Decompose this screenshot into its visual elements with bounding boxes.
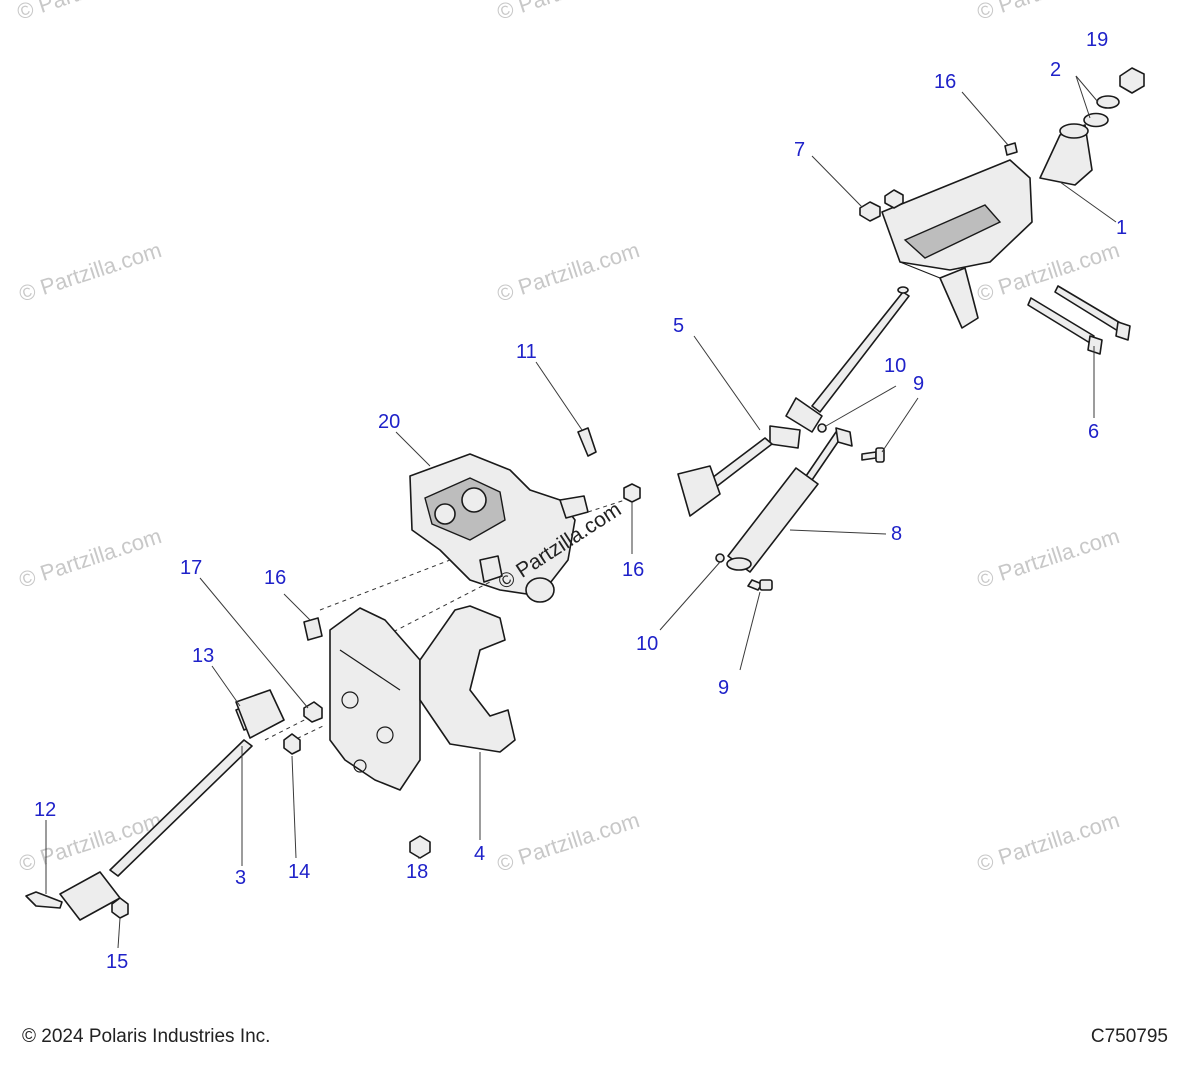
part-20-eps-unit: [409, 453, 589, 603]
leader-lines: [45, 75, 1117, 949]
watermark-layer: © Partzilla.com © Partzilla.com © Partzi…: [14, 0, 1123, 877]
watermark: © Partzilla.com: [494, 237, 643, 307]
part-6-bolts: [1027, 285, 1131, 355]
part-12-bolt: [25, 891, 63, 909]
callout-8: 8: [891, 523, 902, 545]
part-19-nut: [1119, 67, 1145, 94]
callout-16-top: 16: [934, 71, 956, 93]
watermark: © Partzilla.com: [494, 807, 643, 877]
callout-19: 19: [1086, 29, 1108, 51]
part-4-mount-bracket: [329, 605, 516, 791]
part-14-nut: [283, 733, 301, 755]
part-3-lower-shaft: [59, 689, 285, 921]
callout-10-lower: 10: [636, 633, 658, 655]
part-5-upper-shaft: [677, 286, 910, 517]
watermark: © Partzilla.com: [974, 807, 1123, 877]
callout-5: 5: [673, 315, 684, 337]
callout-7: 7: [794, 139, 805, 161]
part-10-nuts: [715, 423, 827, 563]
part-11-bolt: [577, 427, 597, 457]
callouts: 1 2 3 4 5 6 7 8 9 9 10 10 11 12 13 14 15…: [34, 29, 1127, 973]
part-18-nut: [409, 835, 431, 859]
callout-10-upper: 10: [884, 355, 906, 377]
callout-12: 12: [34, 799, 56, 821]
part-17-bolt: [303, 701, 323, 723]
callout-4: 4: [474, 843, 485, 865]
part-2-bushings: [1083, 95, 1120, 128]
watermark: © Partzilla.com: [14, 0, 163, 25]
copyright-notice: © 2024 Polaris Industries Inc.: [22, 1026, 271, 1047]
part-16-nut: [623, 483, 641, 503]
callout-9-upper: 9: [913, 373, 924, 395]
callout-14: 14: [288, 861, 310, 883]
callout-1: 1: [1116, 217, 1127, 239]
callout-16-left: 16: [264, 567, 286, 589]
part-1-tilt-bracket: [881, 123, 1093, 329]
part-16-pin-top: [1004, 142, 1018, 156]
callout-11: 11: [516, 341, 537, 363]
callout-9-lower: 9: [718, 677, 729, 699]
callout-20: 20: [378, 411, 400, 433]
callout-6: 6: [1088, 421, 1099, 443]
watermark: © Partzilla.com: [494, 0, 643, 25]
part-7-nuts: [859, 189, 904, 222]
watermark: © Partzilla.com: [974, 523, 1123, 593]
callout-15: 15: [106, 951, 128, 973]
callout-16-middle: 16: [622, 559, 644, 581]
part-8-gas-strut: [726, 427, 853, 573]
part-15-nut: [111, 897, 129, 919]
watermark: © Partzilla.com: [16, 523, 165, 593]
callout-3: 3: [235, 867, 246, 889]
callout-2: 2: [1050, 59, 1061, 81]
callout-18: 18: [406, 861, 428, 883]
watermark: © Partzilla.com: [974, 0, 1123, 25]
part-9-bolts: [747, 447, 885, 591]
part-16-bolt: [303, 617, 323, 641]
drawing-number: C750795: [1090, 1026, 1168, 1047]
callout-17: 17: [180, 557, 202, 579]
callout-13: 13: [192, 645, 214, 667]
watermark: © Partzilla.com: [16, 237, 165, 307]
